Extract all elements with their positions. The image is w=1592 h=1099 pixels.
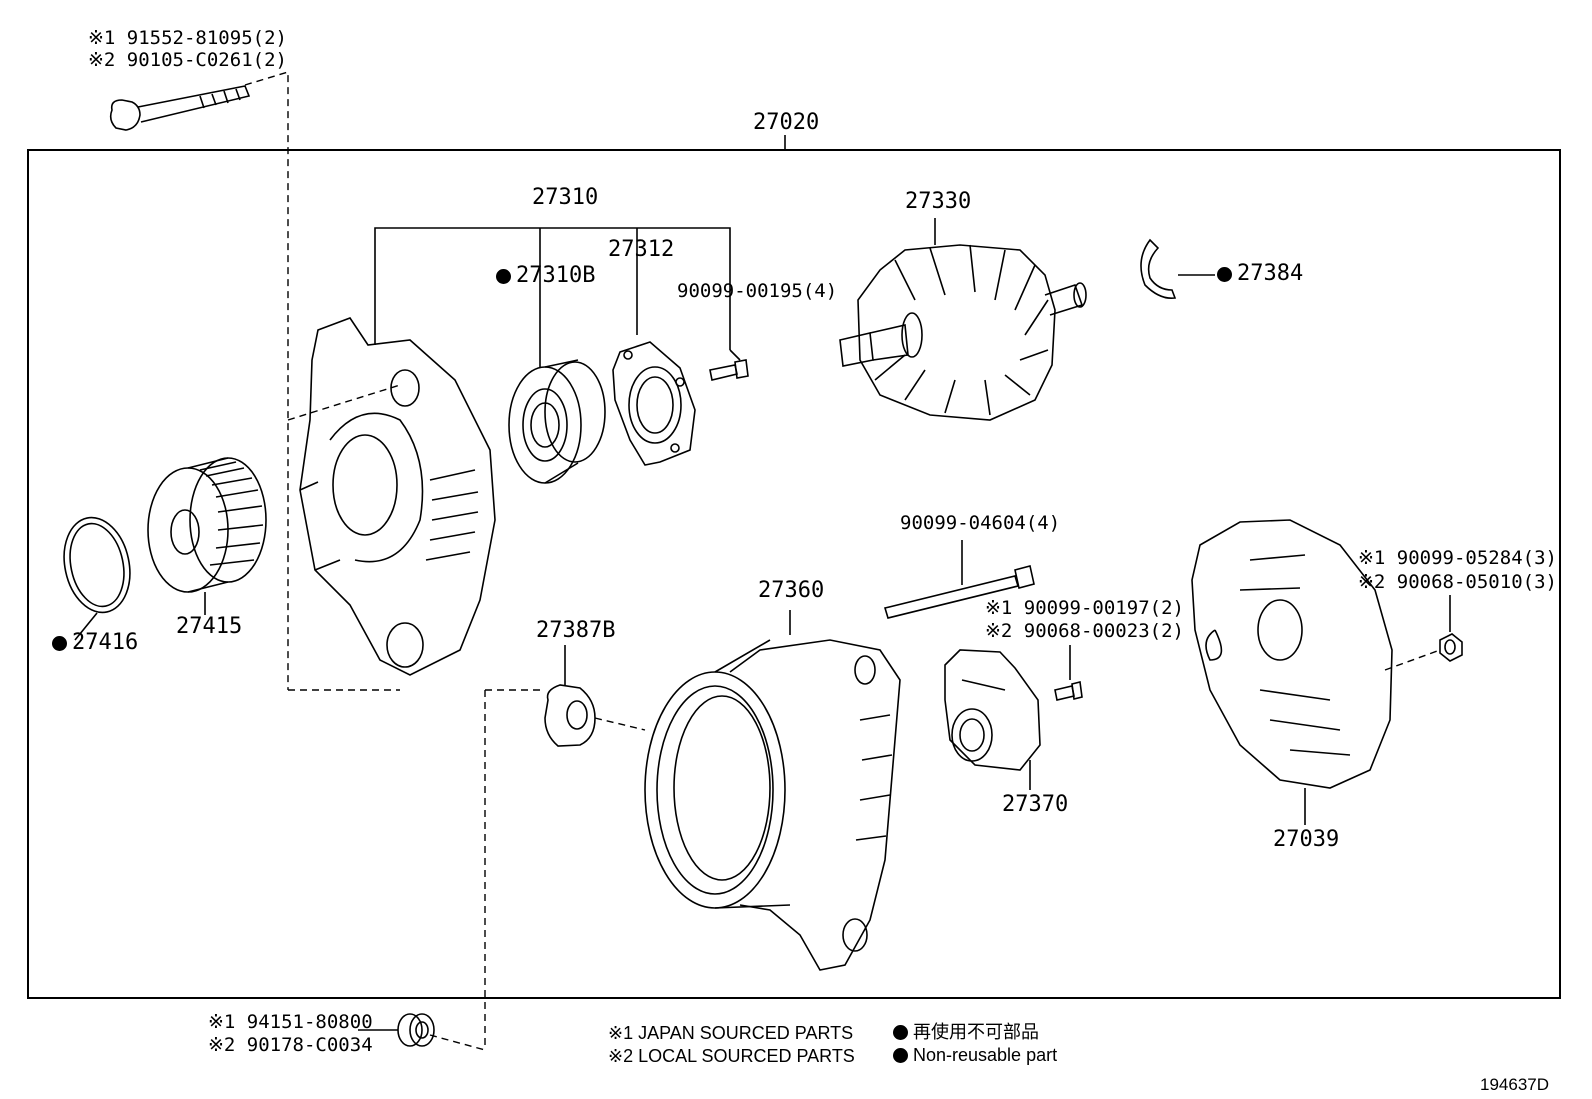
label-27312: 27312: [608, 237, 675, 262]
label-27387b: 27387B: [536, 618, 616, 643]
label-27370: 27370: [1002, 792, 1069, 817]
label-bottom-2: ※2 90178-C0034: [208, 1034, 373, 1056]
non-reusable-dot-icon: [496, 269, 511, 284]
label-27360: 27360: [758, 578, 825, 603]
non-reusable-dot-icon: [1217, 267, 1232, 282]
small-screw-icon: [1054, 645, 1083, 701]
rear-cover-icon: [1191, 519, 1393, 789]
label-bolt-top-1: ※1 91552-81095(2): [88, 27, 287, 49]
pulley-icon: [147, 457, 267, 593]
non-reusable-dot-icon: [52, 636, 67, 651]
clip-ring-icon: [1140, 238, 1177, 300]
front-housing-icon: [299, 317, 496, 676]
label-27330: 27330: [905, 189, 972, 214]
label-screw-00195: 90099-00195(4): [677, 280, 838, 302]
nut-icon: [1439, 595, 1463, 662]
legend-non-reusable-en: Non-reusable part: [893, 1044, 1057, 1066]
label-screw-00197: ※1 90099-00197(2): [985, 597, 1184, 619]
long-bolt-icon: [883, 540, 1035, 619]
figure-id: 194637D: [1480, 1075, 1550, 1094]
assembly-boundary: [27, 149, 1561, 999]
label-bolt-top-2: ※2 90105-C0261(2): [88, 49, 287, 71]
through-bolt-icon: [109, 85, 251, 131]
label-27310: 27310: [532, 185, 599, 210]
collar-icon: [397, 1013, 435, 1047]
label-27039: 27039: [1273, 827, 1340, 852]
retainer-plate-icon: [612, 341, 696, 466]
dashed-guides: [244, 71, 1441, 1051]
leader-27310: [374, 227, 731, 368]
non-reusable-dot-icon: [893, 1025, 908, 1040]
rotor-icon: [839, 218, 1087, 421]
label-27416: 27416: [52, 632, 138, 654]
legend-non-reusable-jp: 再使用不可部品: [893, 1021, 1039, 1043]
label-27415: 27415: [176, 614, 243, 639]
non-reusable-dot-icon: [893, 1048, 908, 1063]
legend-japan-sourced: ※1 JAPAN SOURCED PARTS: [608, 1023, 854, 1043]
rear-housing-icon: [644, 610, 901, 971]
label-screw-00023: ※2 90068-00023(2): [985, 620, 1184, 642]
label-27310b: 27310B: [496, 265, 595, 287]
label-nut-05284: ※1 90099-05284(3): [1358, 547, 1557, 569]
label-27384: 27384: [1217, 263, 1303, 285]
bearing-icon: [508, 359, 606, 484]
label-bolt-04604: 90099-04604(4): [900, 512, 1061, 534]
label-27020: 27020: [753, 110, 820, 135]
legend-local-sourced: ※2 LOCAL SOURCED PARTS: [608, 1046, 855, 1066]
snap-ring-icon: [63, 516, 131, 614]
brush-holder-icon: [944, 649, 1041, 771]
screw-icon: [709, 349, 749, 381]
label-bottom-1: ※1 94151-80800: [208, 1011, 373, 1033]
bushing-clip-icon: [544, 684, 596, 747]
label-nut-05010: ※2 90068-05010(3): [1358, 571, 1557, 593]
